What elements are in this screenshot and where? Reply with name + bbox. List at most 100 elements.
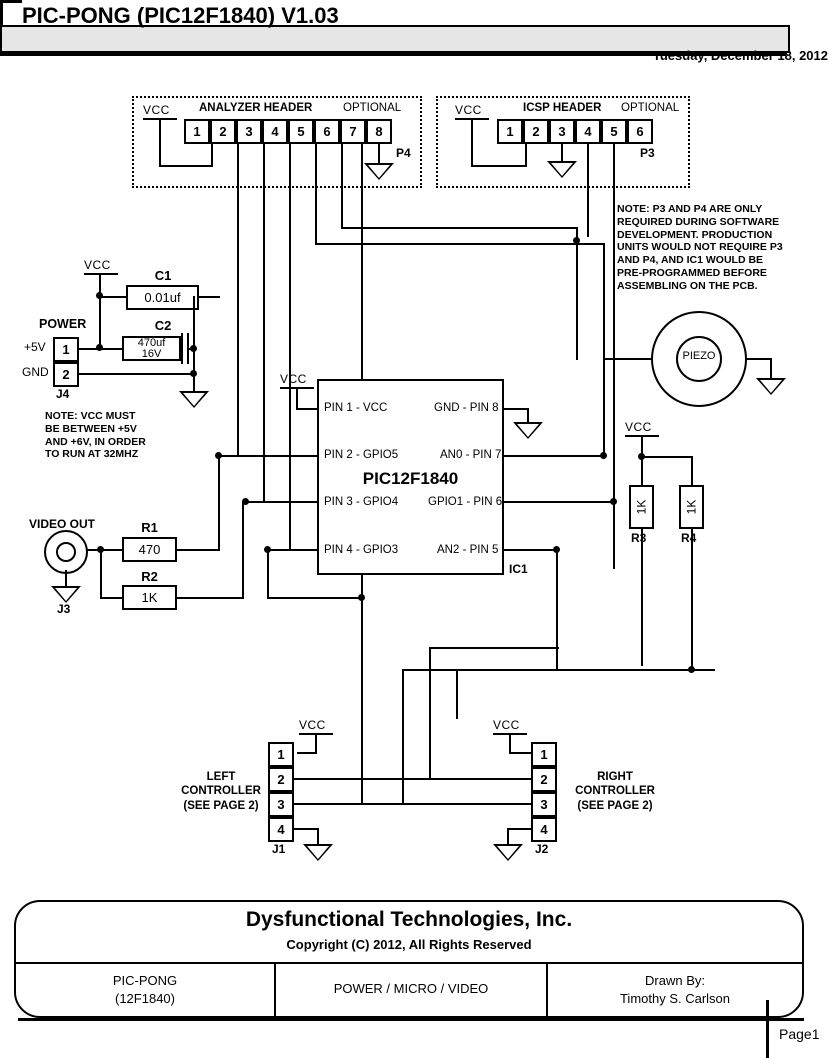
icsp-header-optional-label: OPTIONAL (621, 102, 680, 114)
icsp-pin-4[interactable]: 4 (575, 119, 601, 144)
left-ctrl-vcc-h (297, 752, 317, 754)
analyzer-header-optional-label: OPTIONAL (343, 102, 402, 114)
analyzer-pin-1[interactable]: 1 (184, 119, 210, 144)
right-ctrl-p3-wire (402, 803, 533, 805)
ic-pin8-wire (503, 408, 529, 410)
right-ctrl-p4-wire (507, 828, 533, 830)
right-ctrl-pin-1[interactable]: 1 (531, 742, 557, 767)
r2-ref: R2 (141, 569, 158, 584)
junction-piezo (573, 237, 580, 244)
r2-left-wire (100, 597, 123, 599)
ic-pin-8-label: GND - PIN 8 (434, 402, 499, 414)
page-index: 1 (811, 1026, 820, 1042)
left-ctrl-feed-2 (361, 597, 363, 803)
left-ctrl-pin-2[interactable]: 2 (268, 767, 294, 792)
c1-left-wire (99, 296, 127, 298)
icsp-pin-2[interactable]: 2 (523, 119, 549, 144)
analyzer-pin-3[interactable]: 3 (236, 119, 262, 144)
icsp-pin4-wire (587, 143, 589, 189)
date-text: Tuesday, December 18, 2012 (652, 48, 828, 63)
bus-h-3 (267, 549, 319, 551)
title-block-shadow (18, 1018, 804, 1021)
right-ctrl-pin-3[interactable]: 3 (531, 792, 557, 817)
icsp-header-ref: P3 (640, 146, 655, 160)
page-marker-line-horizontal (758, 1018, 778, 1021)
right-ctrl-p2-wire (429, 778, 533, 780)
video-jack-gnd-wire (65, 570, 67, 586)
power-pin2-label: GND (22, 365, 49, 379)
title-block-divider-horizontal (16, 962, 802, 964)
power-pin-1[interactable]: 1 (53, 337, 79, 362)
ic-pin7-wire (503, 455, 605, 457)
ic-gnd-symbol (513, 422, 543, 439)
company-name: Dysfunctional Technologies, Inc. (245, 908, 573, 931)
bus-h-6 (267, 597, 363, 599)
icsp-pin-6[interactable]: 6 (627, 119, 653, 144)
page-label: Page (779, 1026, 812, 1042)
analyzer-pin7-wire (361, 143, 363, 189)
c2-body: 470uf 16V (122, 336, 181, 361)
right-ctrl-pin-4[interactable]: 4 (531, 817, 557, 842)
date-bar (0, 25, 790, 53)
analyzer-pin-8[interactable]: 8 (366, 119, 392, 144)
left-ctrl-vcc-label: VCC (299, 718, 326, 732)
right-ctrl-name: RIGHT CONTROLLER (SEE PAGE 2) (575, 771, 655, 812)
analyzer-gnd-symbol (364, 163, 394, 180)
c1-right-wire (198, 296, 220, 298)
piezo-right-wire (745, 358, 772, 360)
left-ctrl-name: LEFT CONTROLLER (SEE PAGE 2) (181, 771, 261, 812)
icsp-pin-5[interactable]: 5 (601, 119, 627, 144)
icsp-pin-3[interactable]: 3 (549, 119, 575, 144)
date-bar-shadow (0, 53, 786, 56)
left-ctrl-pin-4[interactable]: 4 (268, 817, 294, 842)
corner-tick-vertical (0, 3, 3, 25)
ic-pin-7-label: AN0 - PIN 7 (440, 449, 502, 461)
analyzer-pin-7[interactable]: 7 (340, 119, 366, 144)
r4-body: 1K (679, 485, 704, 529)
c1-ref: C1 (154, 268, 172, 283)
analyzer-pin-2[interactable]: 2 (210, 119, 236, 144)
copyright-text: Copyright (C) 2012, All Rights Reserved (286, 937, 532, 952)
note-p3-p4: NOTE: P3 AND P4 ARE ONLY REQUIRED DURING… (617, 203, 783, 292)
vcc-bar (84, 273, 118, 275)
icsp-pin-1[interactable]: 1 (497, 119, 523, 144)
junction-c (264, 546, 271, 553)
analyzer-pin-4[interactable]: 4 (262, 119, 288, 144)
note-vcc-range: NOTE: VCC MUST BE BETWEEN +5V AND +6V, I… (45, 410, 146, 461)
analyzer-pin-5[interactable]: 5 (288, 119, 314, 144)
page-marker-line-vertical (766, 1000, 769, 1058)
power-pin-2[interactable]: 2 (53, 362, 79, 387)
left-ctrl-p2-wire (293, 778, 431, 780)
left-ctrl-pin-1[interactable]: 1 (268, 742, 294, 767)
r2-body: 1K (122, 585, 177, 610)
power-p2-wire (79, 373, 193, 375)
bus-v-2 (263, 189, 265, 503)
bus-h-5 (341, 227, 578, 229)
left-ctrl-pin-3[interactable]: 3 (268, 792, 294, 817)
video-node-down (100, 549, 102, 599)
analyzer-pin-6[interactable]: 6 (314, 119, 340, 144)
piezo-left-wire (604, 358, 653, 360)
pullup-r4-wire (691, 456, 693, 488)
ic-body (317, 379, 504, 575)
ic-vcc-wire-h (296, 408, 319, 410)
r2-right-wire (176, 597, 244, 599)
r3-ref: R3 (631, 531, 647, 545)
bus-v-1 (237, 189, 239, 457)
piezo-gnd-down (770, 358, 772, 378)
title-block-sheet: POWER / MICRO / VIDEO (333, 981, 489, 996)
power-gnd-wire (193, 373, 195, 391)
page-number: Page1 (779, 1026, 820, 1042)
ic-ref: IC1 (509, 562, 528, 576)
r1-ref: R1 (141, 520, 158, 535)
right-ctrl-pin-2[interactable]: 2 (531, 767, 557, 792)
icsp-pin3-gnd-wire (561, 143, 563, 161)
ic-pin6-wire (503, 501, 615, 503)
r3-bottom-wire (641, 528, 643, 538)
right-ctrl-gnd-symbol (493, 844, 523, 861)
analyzer-vcc-label: VCC (143, 103, 170, 117)
right-ctrl-vcc-wire (509, 734, 511, 754)
r3-body: 1K (629, 485, 654, 529)
power-vcc-label: VCC (84, 258, 111, 272)
analyzer-pin8-gnd-wire (378, 143, 380, 163)
